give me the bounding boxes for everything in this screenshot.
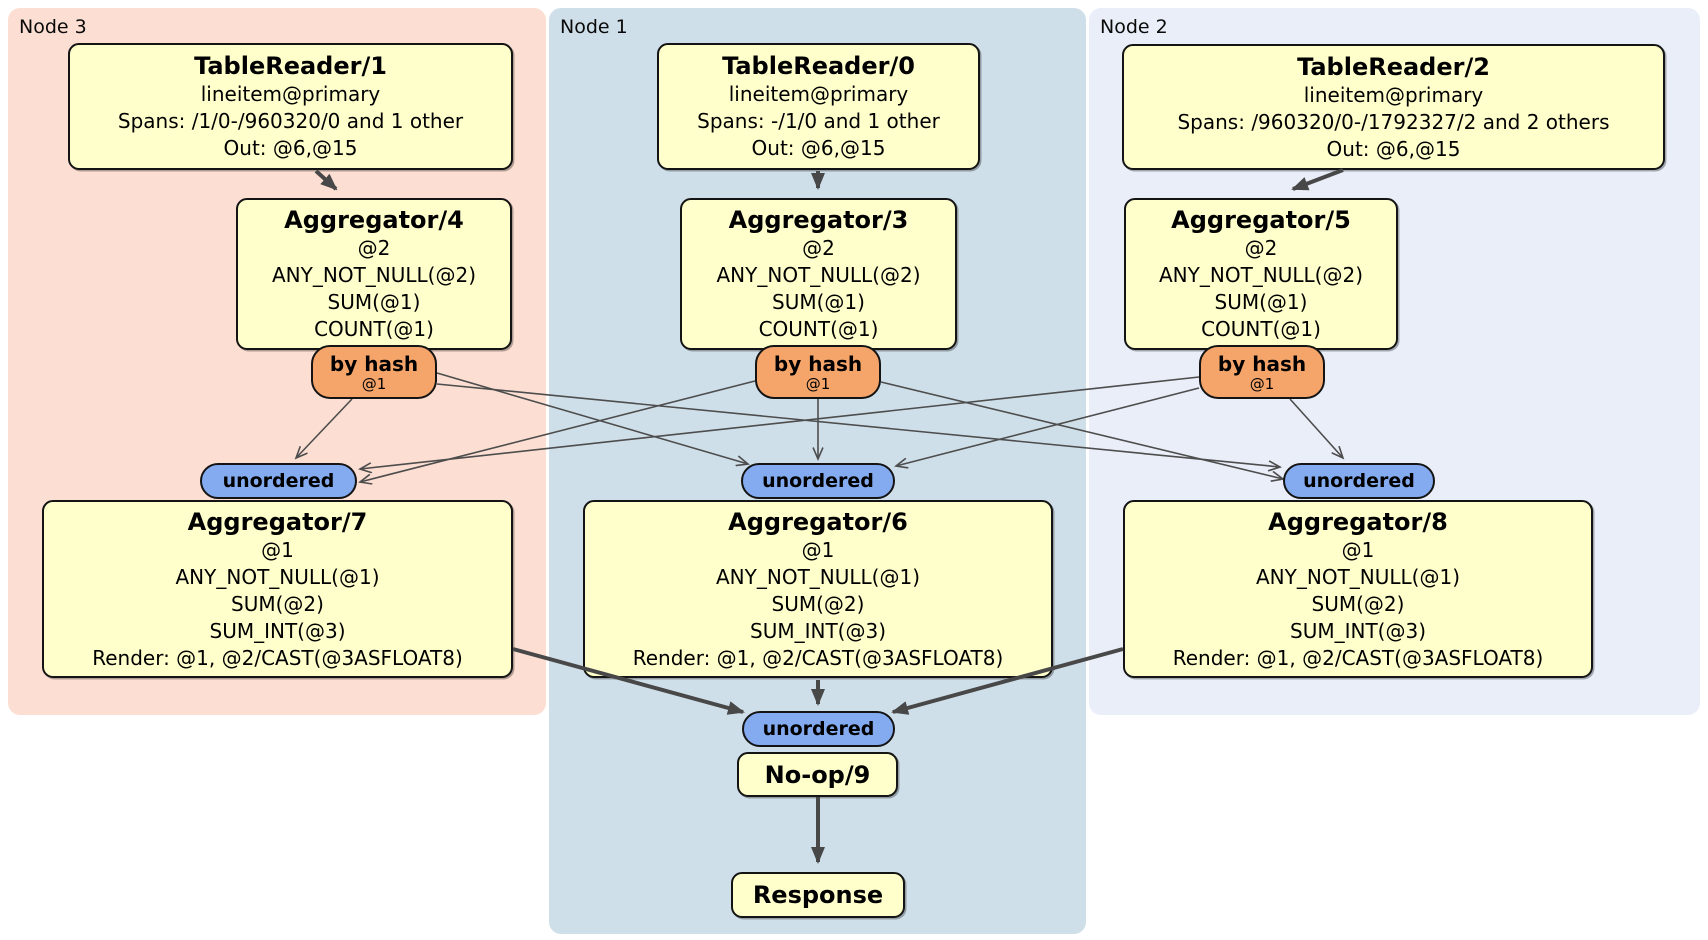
processor-detail: @1	[261, 537, 294, 562]
processor-aggregator-4: Aggregator/4 @2 ANY_NOT_NULL(@2) SUM(@1)…	[236, 198, 512, 350]
processor-detail: ANY_NOT_NULL(@1)	[1256, 564, 1460, 589]
processor-detail: SUM(@2)	[771, 591, 865, 616]
processor-aggregator-3: Aggregator/3 @2 ANY_NOT_NULL(@2) SUM(@1)…	[680, 198, 957, 350]
processor-detail: lineitem@primary	[728, 82, 909, 106]
processor-detail: COUNT(@1)	[314, 317, 434, 341]
processor-detail: Render: @1, @2/CAST(@3ASFLOAT8)	[1172, 645, 1544, 670]
processor-detail: Out: @6,@15	[223, 136, 358, 160]
processor-aggregator-6: Aggregator/6 @1 ANY_NOT_NULL(@1) SUM(@2)…	[583, 500, 1053, 678]
processor-detail: @2	[802, 236, 835, 260]
node-group-2-label: Node 2	[1100, 16, 1168, 38]
processor-title: Aggregator/5	[1171, 206, 1351, 234]
processor-tablereader-0: TableReader/0 lineitem@primary Spans: -/…	[657, 43, 980, 170]
processor-noop-9: No-op/9	[737, 752, 898, 797]
processor-title: No-op/9	[764, 760, 871, 789]
processor-detail: @1	[801, 537, 835, 562]
processor-detail: Spans: -/1/0 and 1 other	[697, 109, 940, 133]
processor-title: Aggregator/8	[1268, 507, 1448, 536]
node-group-3-label: Node 3	[19, 16, 87, 38]
router-by-hash-node2: by hash @1	[1199, 345, 1325, 399]
processor-detail: Out: @6,@15	[1326, 136, 1461, 161]
router-label: by hash	[773, 351, 863, 376]
processor-detail: ANY_NOT_NULL(@2)	[716, 263, 921, 287]
processor-detail: COUNT(@1)	[1201, 317, 1321, 341]
sync-label: unordered	[1303, 470, 1415, 492]
processor-detail: SUM_INT(@3)	[1290, 618, 1426, 643]
processor-aggregator-7: Aggregator/7 @1 ANY_NOT_NULL(@1) SUM(@2)…	[42, 500, 513, 678]
router-label: by hash	[1217, 351, 1307, 376]
router-label: by hash	[329, 351, 419, 376]
sync-label: unordered	[762, 470, 874, 492]
router-detail: @1	[361, 374, 387, 393]
processor-detail: ANY_NOT_NULL(@2)	[272, 263, 476, 287]
router-by-hash-node1: by hash @1	[755, 345, 881, 399]
sync-unordered-node1: unordered	[741, 463, 895, 499]
sync-unordered-final: unordered	[742, 711, 895, 747]
processor-detail: ANY_NOT_NULL(@1)	[716, 564, 920, 589]
processor-title: TableReader/0	[722, 52, 915, 80]
processor-detail: lineitem@primary	[200, 82, 381, 106]
processor-detail: @2	[1244, 236, 1278, 260]
processor-detail: ANY_NOT_NULL(@1)	[175, 564, 380, 589]
sync-unordered-node3: unordered	[200, 463, 357, 499]
processor-detail: SUM(@2)	[1311, 591, 1405, 616]
processor-detail: SUM_INT(@3)	[209, 618, 346, 643]
processor-title: Aggregator/3	[728, 206, 909, 234]
processor-detail: Spans: /1/0-/960320/0 and 1 other	[117, 109, 464, 133]
processor-detail: SUM(@2)	[231, 591, 324, 616]
processor-detail: SUM_INT(@3)	[750, 618, 886, 643]
processor-detail: ANY_NOT_NULL(@2)	[1159, 263, 1363, 287]
processor-tablereader-2: TableReader/2 lineitem@primary Spans: /9…	[1122, 44, 1665, 170]
processor-detail: Spans: /960320/0-/1792327/2 and 2 others	[1177, 109, 1610, 134]
processor-aggregator-5: Aggregator/5 @2 ANY_NOT_NULL(@2) SUM(@1)…	[1124, 198, 1398, 350]
sync-label: unordered	[222, 470, 335, 492]
processor-detail: @1	[1341, 537, 1375, 562]
processor-aggregator-8: Aggregator/8 @1 ANY_NOT_NULL(@1) SUM(@2)…	[1123, 500, 1593, 678]
node-group-1-label: Node 1	[560, 16, 628, 38]
router-by-hash-node3: by hash @1	[311, 345, 437, 399]
processor-detail: SUM(@1)	[327, 290, 421, 314]
processor-detail: COUNT(@1)	[758, 317, 879, 341]
sync-unordered-node2: unordered	[1283, 463, 1435, 499]
router-detail: @1	[805, 374, 831, 393]
processor-tablereader-1: TableReader/1 lineitem@primary Spans: /1…	[68, 43, 513, 170]
processor-title: TableReader/1	[194, 52, 387, 80]
processor-detail: Render: @1, @2/CAST(@3ASFLOAT8)	[632, 645, 1004, 670]
processor-detail: lineitem@primary	[1303, 82, 1484, 107]
processor-detail: Out: @6,@15	[751, 136, 886, 160]
processor-detail: Render: @1, @2/CAST(@3ASFLOAT8)	[92, 645, 463, 670]
sync-label: unordered	[762, 718, 875, 740]
processor-detail: SUM(@1)	[1214, 290, 1308, 314]
processor-title: Aggregator/7	[187, 507, 368, 536]
processor-title: TableReader/2	[1297, 52, 1490, 81]
processor-response: Response	[731, 872, 905, 918]
processor-detail: @2	[357, 236, 391, 260]
processor-title: Aggregator/4	[284, 206, 464, 234]
processor-title: Response	[752, 881, 884, 909]
processor-detail: SUM(@1)	[772, 290, 865, 314]
processor-title: Aggregator/6	[728, 507, 908, 536]
router-detail: @1	[1249, 374, 1275, 393]
